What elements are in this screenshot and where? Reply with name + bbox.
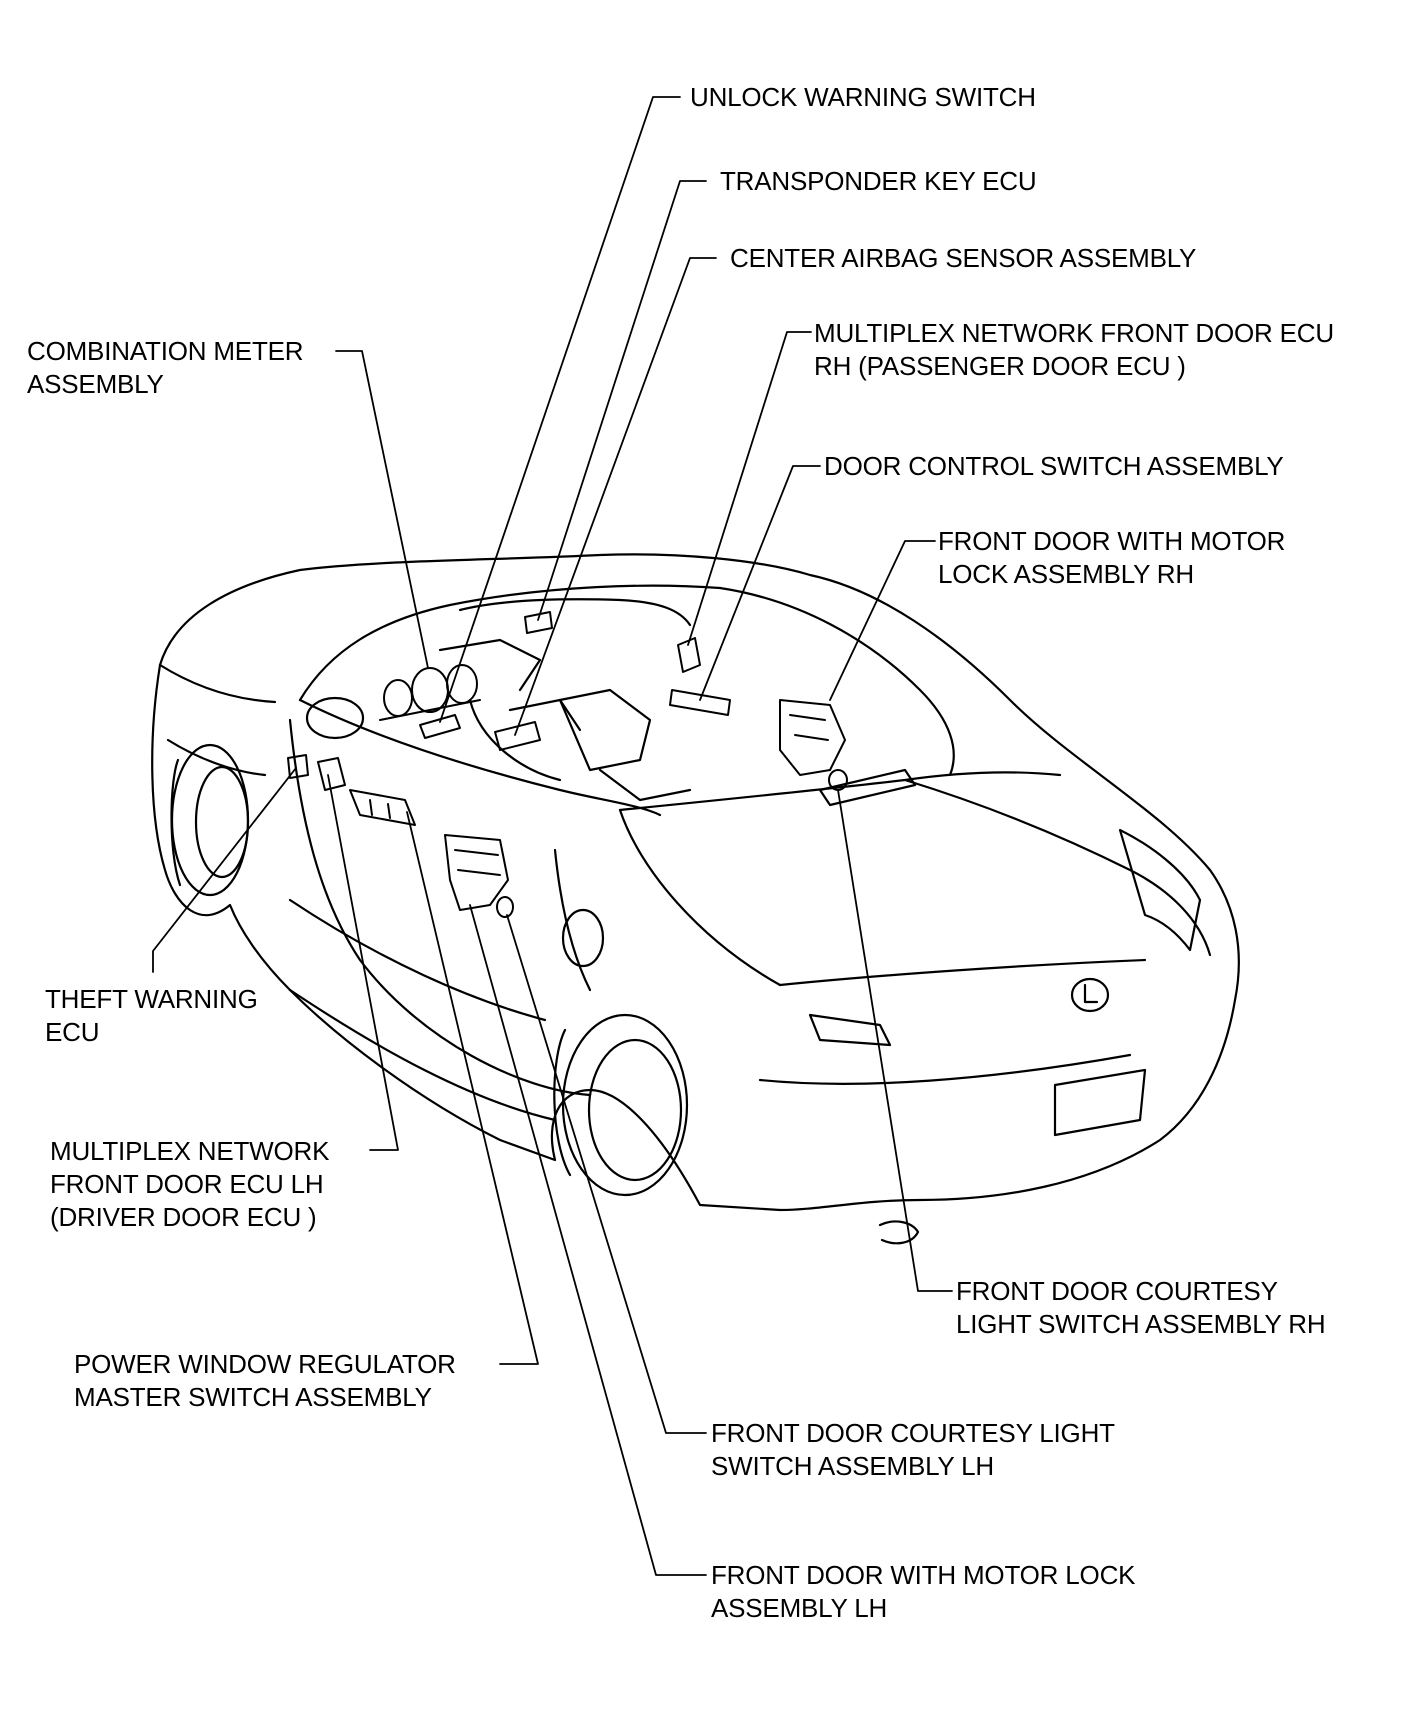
leader-combination-meter bbox=[335, 350, 429, 669]
label-line: THEFT WARNING bbox=[45, 984, 258, 1014]
leader-driver-door-ecu bbox=[327, 774, 399, 1151]
leader-transponder-key-ecu bbox=[537, 180, 707, 621]
label-line: SWITCH ASSEMBLY LH bbox=[711, 1451, 994, 1481]
leader-power-window-master bbox=[406, 811, 539, 1365]
leader-center-airbag-sensor bbox=[514, 257, 717, 736]
label-line: COMBINATION METER bbox=[27, 336, 304, 366]
label-line: FRONT DOOR COURTESY bbox=[956, 1276, 1278, 1306]
label-line: (DRIVER DOOR ECU ) bbox=[50, 1202, 317, 1232]
car-body-outline bbox=[151, 553, 1240, 1245]
leader-courtesy-rh bbox=[837, 789, 953, 1292]
label-line: ECU bbox=[45, 1017, 100, 1047]
label-transponder-key-ecu: TRANSPONDER KEY ECU bbox=[720, 165, 1037, 198]
leader-unlock-warning-switch bbox=[439, 96, 681, 723]
front-door-lock-lh-shape bbox=[444, 834, 509, 911]
label-line: ASSEMBLY LH bbox=[711, 1593, 888, 1623]
label-front-door-motor-lock-lh: FRONT DOOR WITH MOTOR LOCK ASSEMBLY LH bbox=[711, 1559, 1135, 1625]
label-power-window-master-switch: POWER WINDOW REGULATOR MASTER SWITCH ASS… bbox=[74, 1348, 456, 1414]
label-center-airbag-sensor: CENTER AIRBAG SENSOR ASSEMBLY bbox=[730, 242, 1196, 275]
label-door-control-switch: DOOR CONTROL SWITCH ASSEMBLY bbox=[824, 450, 1284, 483]
label-line: FRONT DOOR COURTESY LIGHT bbox=[711, 1418, 1115, 1448]
combination-meter-shape bbox=[379, 664, 481, 721]
label-multiplex-front-door-ecu-lh: MULTIPLEX NETWORK FRONT DOOR ECU LH (DRI… bbox=[50, 1135, 329, 1234]
label-line: LOCK ASSEMBLY RH bbox=[938, 559, 1194, 589]
leader-lines bbox=[152, 96, 953, 1576]
label-unlock-warning-switch: UNLOCK WARNING SWITCH bbox=[690, 81, 1036, 114]
label-theft-warning-ecu: THEFT WARNING ECU bbox=[45, 983, 258, 1049]
label-line: FRONT DOOR ECU LH bbox=[50, 1169, 324, 1199]
label-line: DOOR CONTROL SWITCH ASSEMBLY bbox=[824, 451, 1284, 481]
label-line: CENTER AIRBAG SENSOR ASSEMBLY bbox=[730, 243, 1197, 273]
leader-front-door-lock-lh bbox=[469, 904, 707, 1576]
label-line: MULTIPLEX NETWORK FRONT DOOR ECU bbox=[814, 318, 1334, 348]
theft-warning-ecu-shape bbox=[287, 754, 309, 779]
leader-passenger-door-ecu bbox=[687, 331, 812, 646]
unlock-warning-switch-shape bbox=[419, 714, 461, 739]
label-line: TRANSPONDER KEY ECU bbox=[720, 166, 1037, 196]
label-front-door-motor-lock-rh: FRONT DOOR WITH MOTOR LOCK ASSEMBLY RH bbox=[938, 525, 1285, 591]
label-line: LIGHT SWITCH ASSEMBLY RH bbox=[956, 1309, 1326, 1339]
label-line: MASTER SWITCH ASSEMBLY bbox=[74, 1382, 432, 1412]
label-front-door-courtesy-lh: FRONT DOOR COURTESY LIGHT SWITCH ASSEMBL… bbox=[711, 1417, 1115, 1483]
front-door-lock-rh-shape bbox=[779, 699, 846, 776]
label-line: FRONT DOOR WITH MOTOR LOCK bbox=[711, 1560, 1136, 1590]
label-front-door-courtesy-rh: FRONT DOOR COURTESY LIGHT SWITCH ASSEMBL… bbox=[956, 1275, 1326, 1341]
label-line: UNLOCK WARNING SWITCH bbox=[690, 82, 1036, 112]
door-control-switch-shape bbox=[669, 689, 731, 716]
label-line: MULTIPLEX NETWORK bbox=[50, 1136, 330, 1166]
driver-door-ecu-shape bbox=[317, 757, 346, 791]
leader-courtesy-lh bbox=[506, 914, 707, 1434]
leader-front-door-lock-rh bbox=[829, 540, 936, 701]
label-line: RH (PASSENGER DOOR ECU ) bbox=[814, 351, 1186, 381]
courtesy-light-switch-lh-shape bbox=[496, 896, 514, 918]
label-line: ASSEMBLY bbox=[27, 369, 164, 399]
center-airbag-sensor-shape bbox=[494, 721, 541, 751]
leader-door-control-switch bbox=[699, 465, 821, 701]
leader-theft-warning-ecu bbox=[152, 767, 297, 973]
label-multiplex-front-door-ecu-rh: MULTIPLEX NETWORK FRONT DOOR ECU RH (PAS… bbox=[814, 317, 1334, 383]
transponder-key-ecu-shape bbox=[524, 611, 553, 634]
power-window-master-switch-shape bbox=[349, 789, 416, 826]
label-line: FRONT DOOR WITH MOTOR bbox=[938, 526, 1286, 556]
label-line: POWER WINDOW REGULATOR bbox=[74, 1349, 456, 1379]
label-combination-meter: COMBINATION METER ASSEMBLY bbox=[27, 335, 304, 401]
